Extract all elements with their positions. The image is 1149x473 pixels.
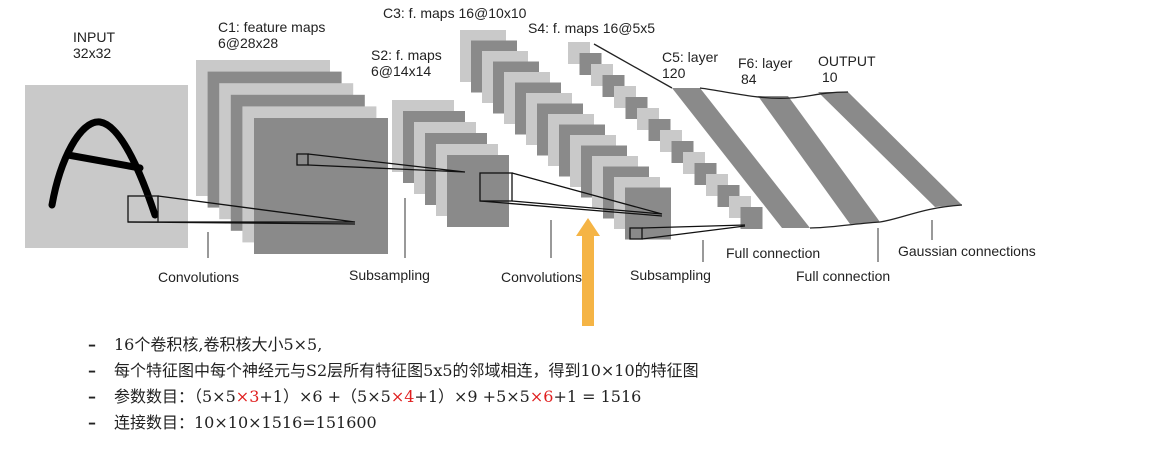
note-item: –每个特征图中每个神经元与S2层所有特征图5x5的邻域相连，得到10×10的特征… xyxy=(88,358,699,384)
note-item: –连接数目：10×10×1516=151600 xyxy=(88,410,699,436)
output-layer-band xyxy=(818,92,962,207)
op-convolutions-2: Convolutions xyxy=(501,269,582,285)
c3-title: C3: f. maps 16@10x10 xyxy=(383,5,527,21)
c1-size: 6@28x28 xyxy=(218,35,278,51)
s4-title: S4: f. maps 16@5x5 xyxy=(528,20,655,36)
input-size: 32x32 xyxy=(73,45,111,61)
param-formula-part: +1 = 1516 xyxy=(553,387,642,406)
c5-title: C5: layer xyxy=(662,49,718,65)
c5-layer-band xyxy=(672,88,810,228)
input-title: INPUT xyxy=(73,29,115,45)
output-size: 10 xyxy=(822,69,838,85)
note-text: 每个特征图中每个神经元与S2层所有特征图5x5的邻域相连，得到10×10的特征图 xyxy=(114,361,699,380)
s4-feature-map xyxy=(740,207,763,229)
bullet: – xyxy=(88,361,96,380)
param-formula-highlight: ×6 xyxy=(529,387,554,406)
op-subsampling-2: Subsampling xyxy=(630,267,711,283)
note-text: 16个卷积核,卷积核大小5×5, xyxy=(114,335,323,354)
op-subsampling-1: Subsampling xyxy=(349,267,430,283)
s2-feature-map xyxy=(447,155,509,227)
param-formula-part: 参数数目：（5×5 xyxy=(114,387,236,406)
output-title: OUTPUT xyxy=(818,53,876,69)
param-formula-highlight: ×3 xyxy=(235,387,260,406)
bullet: – xyxy=(88,387,96,406)
note-text: 连接数目：10×10×1516=151600 xyxy=(114,413,377,432)
connection-lines xyxy=(593,43,963,229)
param-formula-part: +1）×9 +5×5 xyxy=(414,387,530,406)
op-gaussian-connections: Gaussian connections xyxy=(898,243,1036,259)
tick-marks xyxy=(207,198,933,262)
f6-title: F6: layer xyxy=(738,55,793,71)
bullet: – xyxy=(88,413,96,432)
bullet: – xyxy=(88,335,96,354)
c5-size: 120 xyxy=(662,65,686,81)
c1-title: C1: feature maps xyxy=(218,19,325,35)
notes-list: –16个卷积核,卷积核大小5×5, –每个特征图中每个神经元与S2层所有特征图5… xyxy=(88,332,699,436)
s2-title: S2: f. maps xyxy=(371,47,442,63)
param-formula-part: +1）×6 +（5×5 xyxy=(259,387,391,406)
op-full-connection-2: Full connection xyxy=(796,268,890,284)
letter-a-glyph xyxy=(48,118,159,219)
receptive-field-lines xyxy=(127,153,746,240)
note-item: –参数数目：（5×5×3+1）×6 +（5×5×4+1）×9 +5×5×6+1 … xyxy=(88,384,699,410)
up-arrow-icon xyxy=(576,218,600,326)
input-image xyxy=(25,85,188,248)
f6-size: 84 xyxy=(741,71,757,87)
op-full-connection-1: Full connection xyxy=(726,245,820,261)
param-formula-highlight: ×4 xyxy=(390,387,415,406)
note-item: –16个卷积核,卷积核大小5×5, xyxy=(88,332,699,358)
c1-feature-map xyxy=(254,118,388,254)
op-convolutions-1: Convolutions xyxy=(158,269,239,285)
s2-size: 6@14x14 xyxy=(371,63,431,79)
f6-layer-band xyxy=(758,96,880,224)
